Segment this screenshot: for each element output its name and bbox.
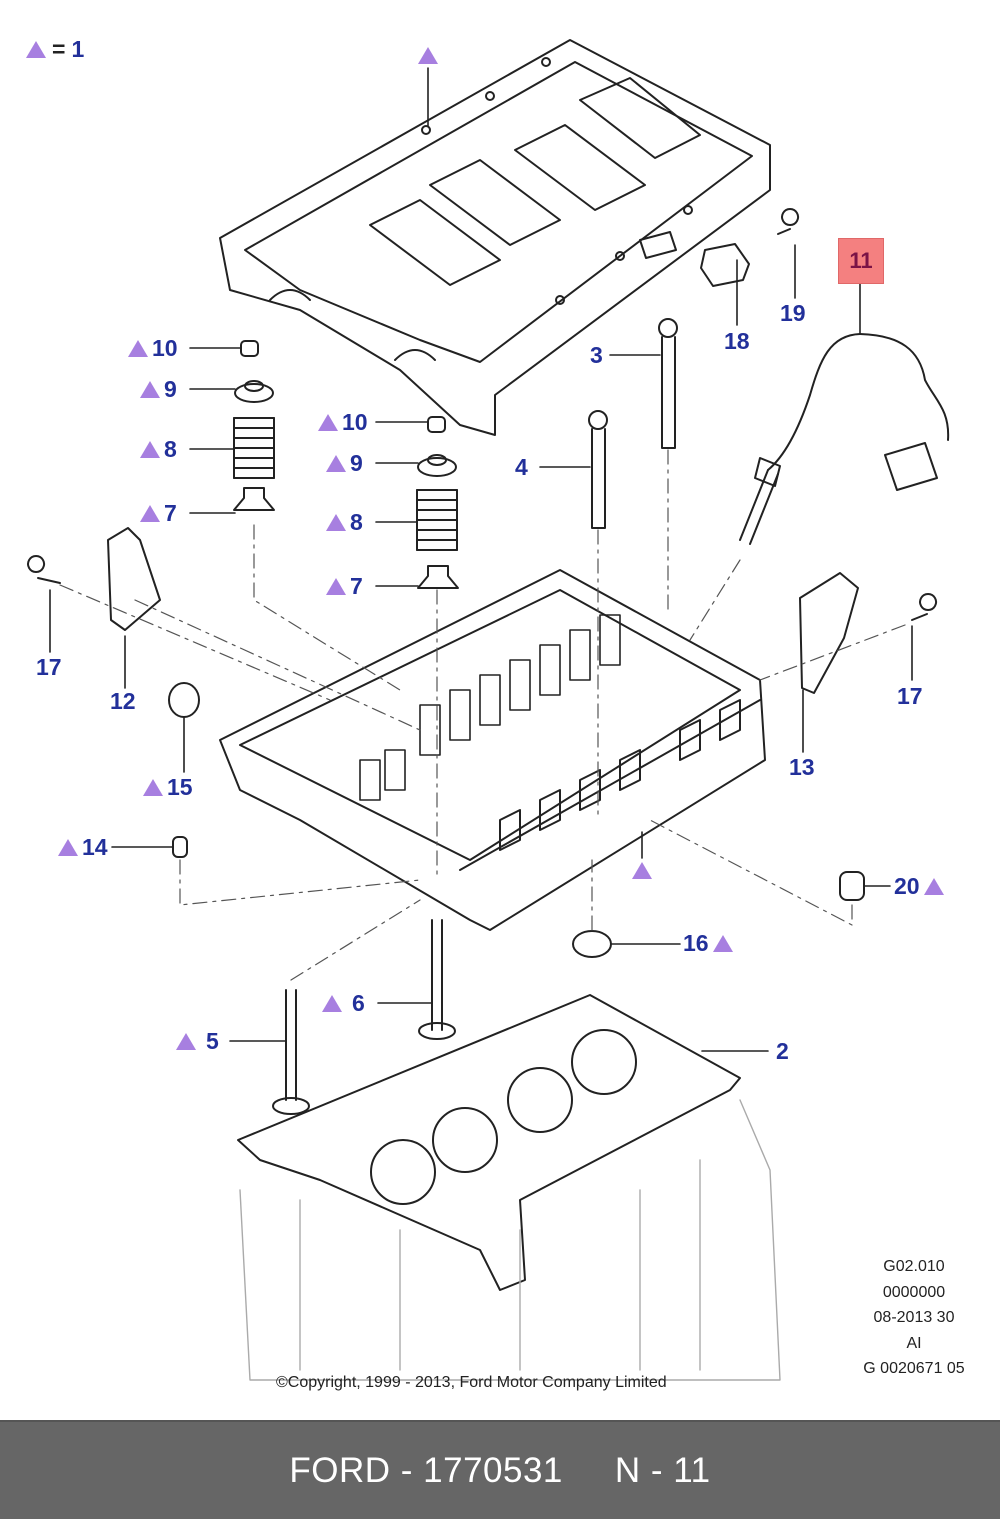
drawing-ref-line: G 0020671 05 bbox=[863, 1360, 965, 1377]
triangle-icon bbox=[26, 41, 46, 58]
callout-12[interactable]: 12 bbox=[110, 690, 136, 713]
highlighted-part-number: 11 bbox=[849, 248, 873, 273]
callout-top-triangle bbox=[418, 47, 438, 64]
callout-10-right[interactable]: 10 bbox=[318, 411, 368, 434]
triangle-icon bbox=[140, 505, 160, 522]
triangle-icon bbox=[923, 878, 944, 895]
callout-label: 10 bbox=[152, 335, 178, 361]
callout-label: 4 bbox=[515, 454, 528, 480]
callout-label: 9 bbox=[350, 450, 363, 476]
callout-label: 8 bbox=[350, 509, 363, 535]
triangle-icon bbox=[322, 995, 342, 1012]
drawing-ref-line: G02.010 bbox=[883, 1258, 945, 1275]
triangle-icon bbox=[712, 935, 733, 952]
triangle-icon bbox=[128, 340, 148, 357]
valve-components-right-drawing bbox=[416, 416, 459, 589]
callout-label: 13 bbox=[789, 754, 815, 780]
drawing-ref-line: 08-2013 30 bbox=[873, 1309, 955, 1326]
camshaft-carrier-drawing bbox=[219, 39, 771, 436]
callout-label: 12 bbox=[110, 688, 136, 714]
callout-17-left[interactable]: 17 bbox=[36, 656, 62, 679]
callout-7-right[interactable]: 7 bbox=[326, 575, 363, 598]
callout-5[interactable]: 5 bbox=[176, 1030, 219, 1053]
callout-label: 10 bbox=[342, 409, 368, 435]
callout-label: 14 bbox=[82, 834, 108, 860]
drawing-ref-line: 0000000 bbox=[882, 1283, 946, 1301]
drawing-reference-block: G02.010 0000000 08-2013 30 AI G 0020671 … bbox=[852, 1254, 976, 1382]
triangle-icon bbox=[632, 862, 652, 879]
callout-2[interactable]: 2 bbox=[776, 1040, 789, 1063]
plugs-dowels-drawing bbox=[168, 682, 865, 958]
callout-label: 17 bbox=[36, 654, 62, 680]
engine-block-drawing bbox=[239, 1099, 781, 1381]
callout-label: 19 bbox=[780, 300, 806, 326]
callout-20[interactable]: 20 bbox=[894, 875, 944, 898]
drawing-ref-line: AI bbox=[906, 1334, 922, 1352]
callout-8-right[interactable]: 8 bbox=[326, 511, 363, 534]
callout-16[interactable]: 16 bbox=[683, 932, 733, 955]
callout-13[interactable]: 13 bbox=[789, 756, 815, 779]
parts-diagram: = 1 11 3 4 18 19 10 9 8 7 10 9 8 7 17 12… bbox=[26, 36, 976, 1391]
triangle-icon bbox=[143, 779, 163, 796]
bolts-drawing bbox=[588, 318, 678, 529]
triangle-icon bbox=[326, 514, 346, 531]
temperature-sensor-drawing bbox=[739, 333, 950, 545]
callout-18[interactable]: 18 bbox=[724, 330, 750, 353]
exploded-view-drawing bbox=[27, 39, 950, 1381]
callout-8-left[interactable]: 8 bbox=[140, 438, 177, 461]
triangle-icon bbox=[58, 839, 78, 856]
triangle-icon bbox=[326, 578, 346, 595]
triangle-icon bbox=[140, 441, 160, 458]
callout-9-left[interactable]: 9 bbox=[140, 378, 177, 401]
callout-17-right[interactable]: 17 bbox=[897, 685, 923, 708]
assembly-guide-lines bbox=[59, 449, 906, 981]
callout-label: 15 bbox=[167, 774, 193, 800]
diagram-position: N - 11 bbox=[614, 1450, 711, 1490]
callout-7-left[interactable]: 7 bbox=[140, 502, 177, 525]
highlighted-part-callout[interactable]: 11 bbox=[838, 238, 884, 284]
valve-components-left-drawing bbox=[233, 340, 275, 511]
valves-drawing bbox=[272, 919, 456, 1115]
callout-label: 7 bbox=[350, 573, 363, 599]
callout-label: 18 bbox=[724, 328, 750, 354]
legend-equals: = bbox=[52, 36, 66, 62]
callout-label: 20 bbox=[894, 873, 920, 899]
triangle-icon bbox=[140, 381, 160, 398]
callout-10-left[interactable]: 10 bbox=[128, 337, 178, 360]
callout-15[interactable]: 15 bbox=[143, 776, 193, 799]
callout-3[interactable]: 3 bbox=[590, 344, 603, 367]
legend: = 1 bbox=[26, 36, 84, 63]
triangle-icon bbox=[176, 1033, 196, 1050]
callout-label: 7 bbox=[164, 500, 177, 526]
triangle-icon bbox=[326, 455, 346, 472]
callout-9-right[interactable]: 9 bbox=[326, 452, 363, 475]
callout-label: 5 bbox=[206, 1028, 219, 1054]
brackets-drawing bbox=[27, 527, 937, 694]
leader-lines bbox=[49, 67, 913, 1052]
sensor-connector-drawing bbox=[700, 208, 799, 287]
callout-mid-triangle bbox=[632, 862, 652, 879]
head-gasket-drawing bbox=[237, 994, 741, 1291]
callout-19[interactable]: 19 bbox=[780, 302, 806, 325]
footer-bar: FORD - 1770531 N - 11 bbox=[0, 1420, 1000, 1519]
callout-label: 8 bbox=[164, 436, 177, 462]
triangle-icon bbox=[418, 47, 438, 64]
part-reference: FORD - 1770531 bbox=[289, 1450, 563, 1490]
cylinder-head-drawing bbox=[219, 569, 766, 931]
callout-label: 17 bbox=[897, 683, 923, 709]
callout-label: 2 bbox=[776, 1038, 789, 1064]
callout-label: 9 bbox=[164, 376, 177, 402]
legend-value: 1 bbox=[71, 36, 85, 62]
callout-label: 16 bbox=[683, 930, 709, 956]
callout-4[interactable]: 4 bbox=[515, 456, 528, 479]
callout-label: 6 bbox=[352, 990, 365, 1016]
callout-6[interactable]: 6 bbox=[322, 992, 365, 1015]
callout-label: 3 bbox=[590, 342, 603, 368]
callout-14[interactable]: 14 bbox=[58, 836, 108, 859]
triangle-icon bbox=[318, 414, 338, 431]
copyright-notice: ©Copyright, 1999 - 2013, Ford Motor Comp… bbox=[276, 1374, 667, 1391]
